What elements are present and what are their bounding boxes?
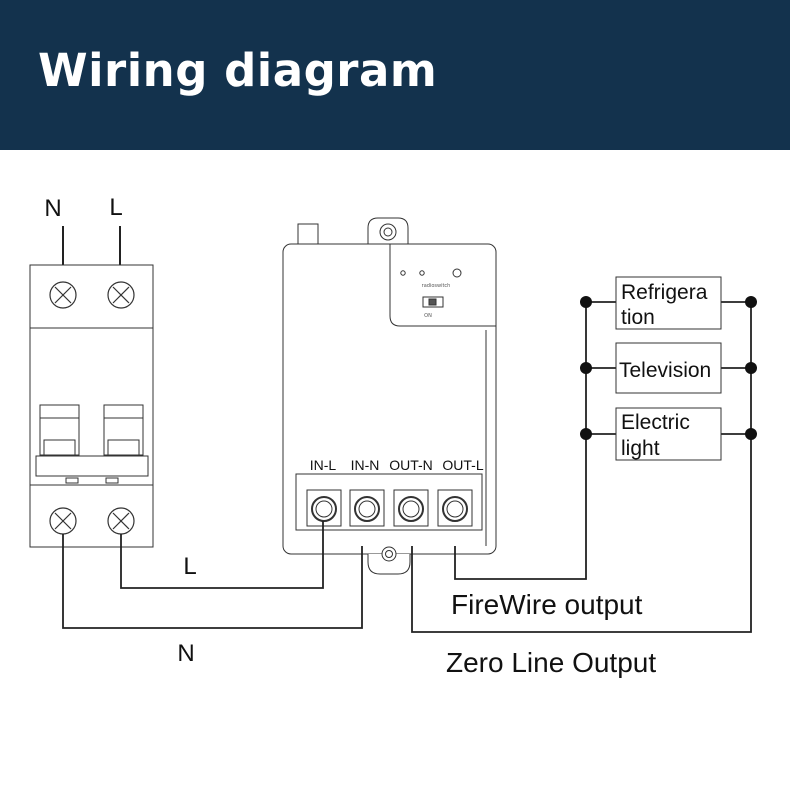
terminal-label-in-l: IN-L [310, 457, 337, 473]
load-television: Television [615, 342, 722, 394]
load-refrigeration: Refrigera tion [615, 276, 722, 330]
terminal-out-n [393, 489, 429, 527]
wire-label-l: L [183, 553, 196, 580]
wire-label-n: N [177, 640, 194, 667]
terminal-label-out-l: OUT-L [442, 457, 483, 473]
module-switch-label: ON [424, 313, 432, 319]
terminal-label-out-n: OUT-N [389, 457, 433, 473]
junction-dot [580, 362, 592, 374]
wire-neutral-output [411, 302, 752, 633]
terminal-in-l [306, 489, 342, 527]
junction-dot [745, 428, 757, 440]
load-television-label: Television [619, 359, 711, 382]
smart-switch-module [282, 217, 497, 575]
breaker-label-l: L [109, 194, 122, 221]
wire-live-output [454, 302, 587, 580]
wire-live-in [120, 521, 324, 589]
load-electric-light-label-line1: Electric [621, 411, 690, 434]
junction-dot [745, 296, 757, 308]
terminal-label-in-n: IN-N [351, 457, 380, 473]
terminal-in-n [349, 489, 385, 527]
breaker-top-terminal-l [107, 281, 135, 309]
load-refrigeration-label-line2: tion [621, 306, 655, 329]
terminal-out-l [437, 489, 473, 527]
module-brand-text: radioswitch [422, 283, 451, 289]
junction-dot [580, 428, 592, 440]
breaker-label-n: N [44, 195, 61, 222]
junction-dot [745, 362, 757, 374]
neutral-output-label: Zero Line Output [446, 647, 656, 678]
load-electric-light-label-line2: light [621, 437, 660, 460]
live-output-label: FireWire output [451, 589, 643, 620]
load-refrigeration-label-line1: Refrigera [621, 281, 708, 304]
header-banner: Wiring diagram [0, 0, 790, 150]
page-title: Wiring diagram [38, 44, 438, 97]
junction-dot [580, 296, 592, 308]
circuit-breaker [29, 226, 154, 548]
load-electric-light: Electric light [615, 407, 722, 461]
breaker-top-terminal-n [49, 281, 77, 309]
wire-neutral-in [62, 534, 363, 629]
